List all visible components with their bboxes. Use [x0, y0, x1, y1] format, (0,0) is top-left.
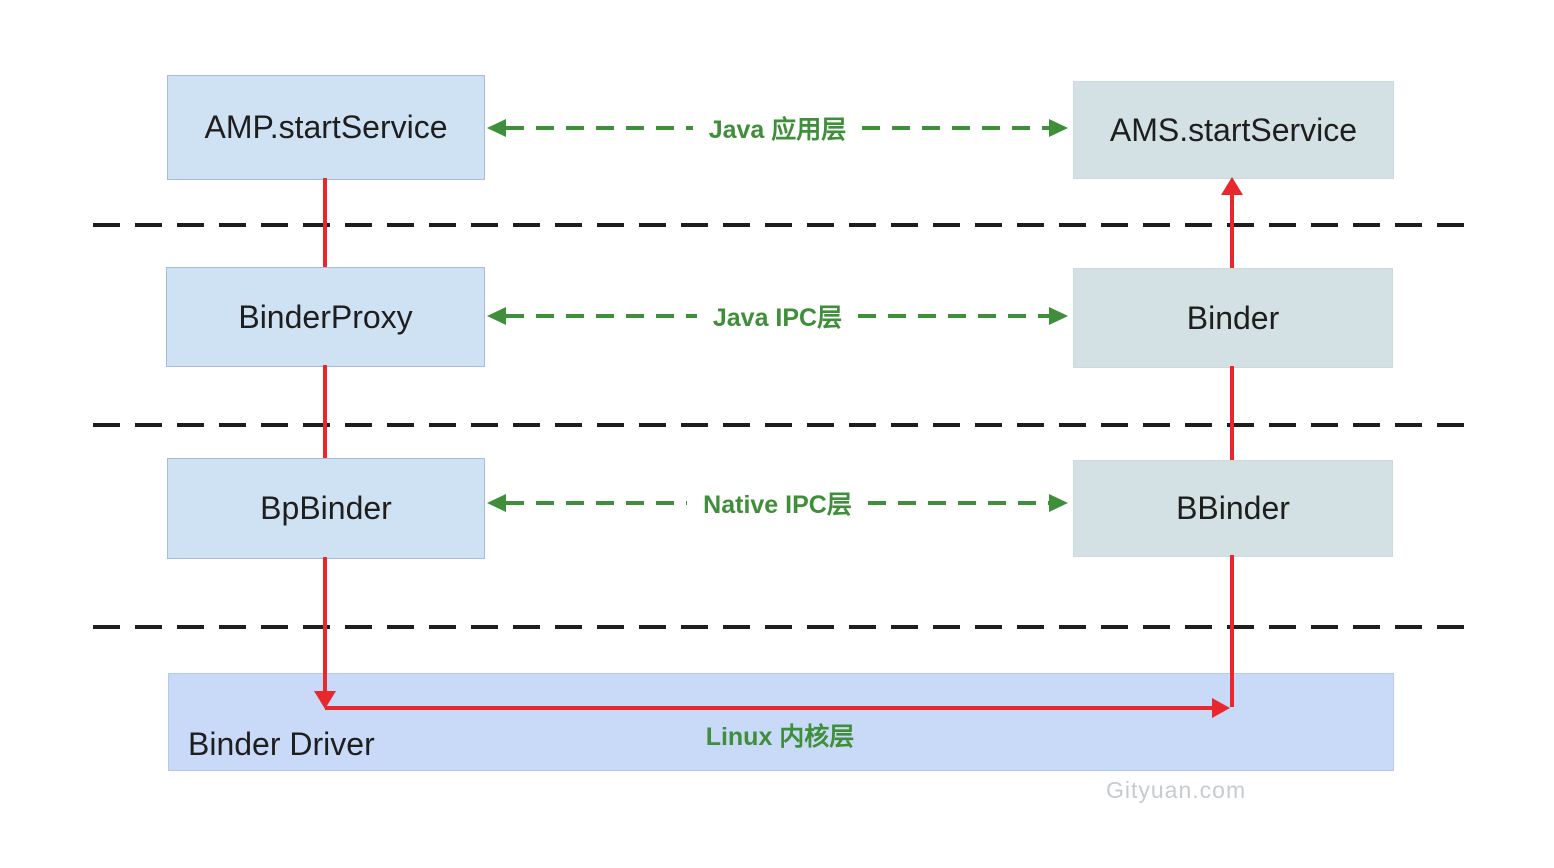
dashed-line: [506, 314, 697, 318]
box-ams-startservice: AMS.startService: [1073, 81, 1394, 179]
red-flow-line-bpbinder-to-driver: [323, 557, 327, 692]
red-flow-line-bbinder-to-binder: [1230, 366, 1234, 460]
dashed-line: [506, 126, 693, 130]
layer-separator-line-1: [93, 223, 1465, 227]
red-flow-line-driver-to-bbinder: [1230, 555, 1234, 707]
arrowhead-right-icon: [1212, 698, 1230, 718]
watermark-text: Gityuan.com: [1106, 777, 1247, 803]
box-bpbinder: BpBinder: [167, 458, 485, 559]
layer-separator-line-2: [93, 423, 1465, 427]
green-dashed-arrow-native-ipc-layer: Native IPC层: [487, 490, 1069, 519]
arrowhead-up-icon: [1221, 177, 1243, 195]
box-amp-startservice: AMP.startService: [167, 75, 485, 180]
dashed-line: [862, 126, 1049, 130]
layer-label-native-ipc: Native IPC层: [703, 491, 852, 519]
box-bbinder: BBinder: [1073, 460, 1393, 557]
box-binder: Binder: [1073, 268, 1393, 368]
arrowhead-left-icon: [487, 494, 506, 512]
box-binder-driver: [168, 673, 1394, 771]
red-flow-line-binder-to-ams: [1230, 187, 1234, 268]
layer-label-java-ipc: Java IPC层: [712, 304, 843, 332]
red-flow-line-amp-to-binderproxy: [323, 178, 327, 267]
binder-driver-label: Binder Driver: [188, 726, 375, 762]
arrowhead-left-icon: [487, 307, 506, 325]
green-dashed-arrow-java-ipc-layer: Java IPC层: [487, 303, 1068, 332]
arrowhead-right-icon: [1049, 119, 1068, 137]
green-dashed-arrow-java-app-layer: Java 应用层: [487, 115, 1068, 144]
layer-separator-line-3: [93, 625, 1465, 629]
layer-label-linux-kernel: Linux 内核层: [705, 723, 855, 751]
dashed-line: [858, 314, 1049, 318]
dashed-line: [867, 501, 1050, 505]
arrowhead-right-icon: [1049, 307, 1068, 325]
dashed-line: [506, 501, 688, 505]
red-flow-line-binderproxy-to-bpbinder: [323, 365, 327, 458]
layer-label-java-app: Java 应用层: [708, 116, 847, 144]
red-flow-line-across-driver: [325, 706, 1217, 710]
arrowhead-down-icon: [314, 691, 336, 709]
arrowhead-right-icon: [1049, 494, 1069, 512]
box-binderproxy: BinderProxy: [166, 267, 485, 367]
arrowhead-left-icon: [487, 119, 506, 137]
